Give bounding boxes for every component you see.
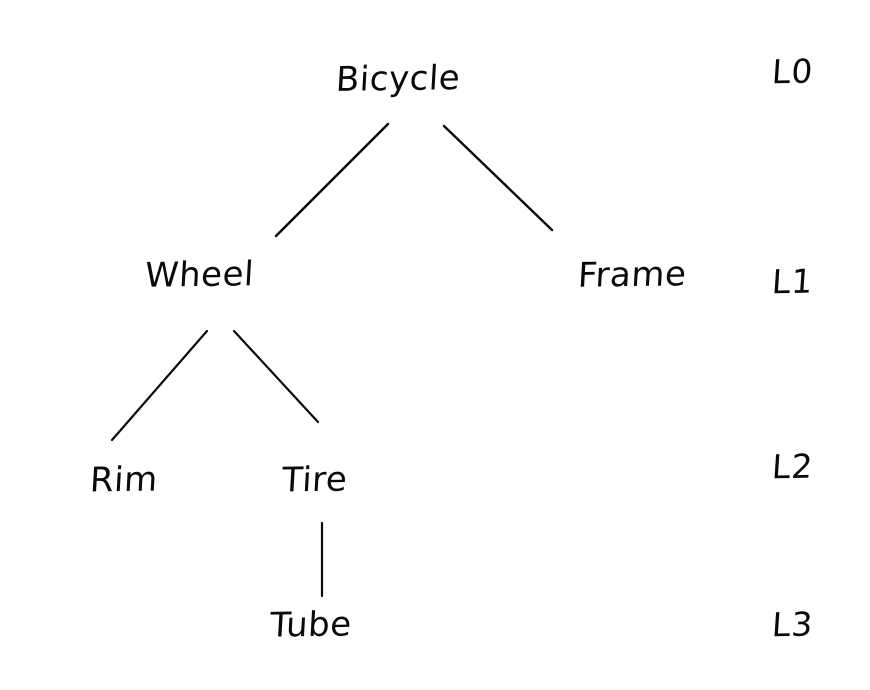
node-frame: Frame (576, 254, 688, 296)
node-rim: Rim (88, 459, 159, 501)
level-label-l2: L2 (770, 446, 815, 487)
node-bicycle: Bicycle (334, 58, 462, 100)
edge-wheel-rim (110, 329, 209, 442)
level-label-l1: L1 (770, 261, 815, 302)
level-label-l0: L0 (770, 51, 815, 92)
edge-bicycle-wheel (274, 122, 390, 238)
level-label-l3: L3 (770, 604, 815, 645)
edge-bicycle-frame (442, 124, 554, 232)
node-wheel: Wheel (143, 254, 256, 296)
node-tube: Tube (268, 604, 353, 646)
edge-wheel-tire (232, 329, 320, 424)
node-tire: Tire (280, 459, 349, 501)
